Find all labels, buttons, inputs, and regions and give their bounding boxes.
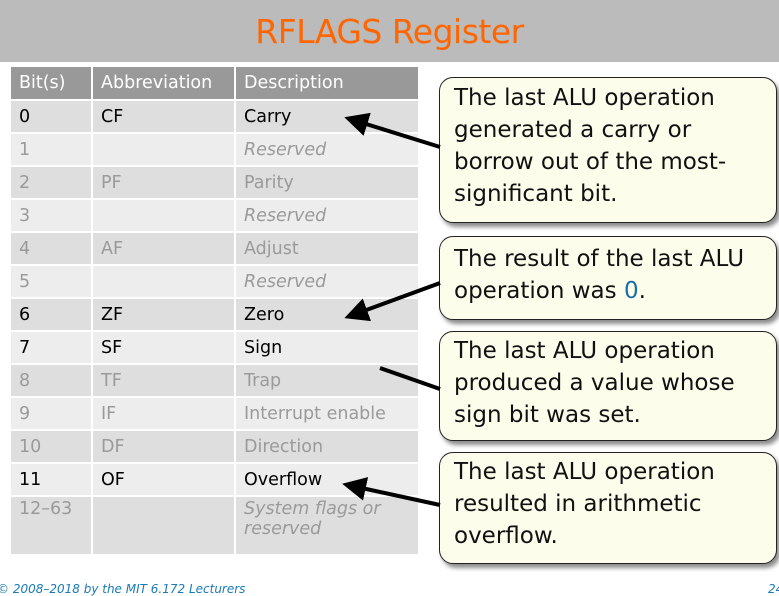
- cell-description: Overflow: [235, 462, 418, 496]
- page-number: 24: [768, 582, 779, 596]
- cell-abbreviation: DF: [92, 429, 236, 463]
- callout-carry-text: The last ALU operation generated a carry…: [454, 85, 727, 207]
- table-header-row: Bit(s) Abbreviation Description: [11, 67, 418, 100]
- header-bits: Bit(s): [11, 67, 93, 100]
- cell-description: Adjust: [235, 231, 418, 265]
- cell-description: Carry: [235, 99, 418, 133]
- cell-description: System flags or reserved: [235, 495, 418, 554]
- cell-description: Parity: [235, 165, 418, 199]
- cell-bits: 10: [11, 429, 93, 463]
- cell-description: Interrupt enable: [235, 396, 418, 430]
- callout-zero-text: The result of the last ALU operation was: [454, 246, 745, 304]
- cell-abbreviation: AF: [92, 231, 236, 265]
- cell-bits: 2: [11, 165, 93, 199]
- cell-bits: 12–63: [11, 495, 93, 554]
- cell-abbreviation: SF: [92, 330, 236, 364]
- callout-zero-period: .: [638, 278, 646, 304]
- cell-bits: 5: [11, 264, 93, 298]
- table-row: 12–63 System flags or reserved: [11, 495, 418, 554]
- cell-bits: 7: [11, 330, 93, 364]
- cell-bits: 1: [11, 132, 93, 166]
- table-row: 1 Reserved: [11, 132, 418, 166]
- cell-description: Reserved: [235, 132, 418, 166]
- callout-sign-text: The last ALU operation produced a value …: [454, 338, 735, 428]
- table-row: 5 Reserved: [11, 264, 418, 298]
- cell-bits: 9: [11, 396, 93, 430]
- cell-description: Trap: [235, 363, 418, 397]
- slide-title: RFLAGS Register: [255, 11, 524, 51]
- header-abbreviation: Abbreviation: [92, 67, 236, 100]
- cell-bits: 3: [11, 198, 93, 232]
- title-bar: RFLAGS Register: [0, 0, 779, 62]
- cell-abbreviation: TF: [92, 363, 236, 397]
- cell-bits: 0: [11, 99, 93, 133]
- callout-carry: The last ALU operation generated a carry…: [439, 77, 777, 223]
- cell-abbreviation: [92, 132, 236, 166]
- cell-description: Reserved: [235, 198, 418, 232]
- header-description: Description: [235, 67, 418, 100]
- cell-abbreviation: PF: [92, 165, 236, 199]
- cell-abbreviation: OF: [92, 462, 236, 496]
- cell-abbreviation: [92, 495, 236, 554]
- zero-value: 0: [623, 278, 639, 304]
- cell-bits: 8: [11, 363, 93, 397]
- copyright-footer: © 2008–2018 by the MIT 6.172 Lecturers: [0, 582, 246, 596]
- cell-bits: 4: [11, 231, 93, 265]
- cell-abbreviation: IF: [92, 396, 236, 430]
- cell-bits: 6: [11, 297, 93, 331]
- cell-description: Zero: [235, 297, 418, 331]
- cell-description: Direction: [235, 429, 418, 463]
- cell-description: Sign: [235, 330, 418, 364]
- cell-description: Reserved: [235, 264, 418, 298]
- cell-abbreviation: [92, 198, 236, 232]
- cell-bits: 11: [11, 462, 93, 496]
- cell-abbreviation: ZF: [92, 297, 236, 331]
- callout-overflow-text: The last ALU operation resulted in arith…: [454, 459, 715, 549]
- callout-zero: The result of the last ALU operation was…: [439, 236, 777, 320]
- table-row: 3 Reserved: [11, 198, 418, 232]
- callout-sign: The last ALU operation produced a value …: [439, 331, 777, 441]
- callout-overflow: The last ALU operation resulted in arith…: [439, 452, 777, 564]
- cell-abbreviation: [92, 264, 236, 298]
- cell-abbreviation: CF: [92, 99, 236, 133]
